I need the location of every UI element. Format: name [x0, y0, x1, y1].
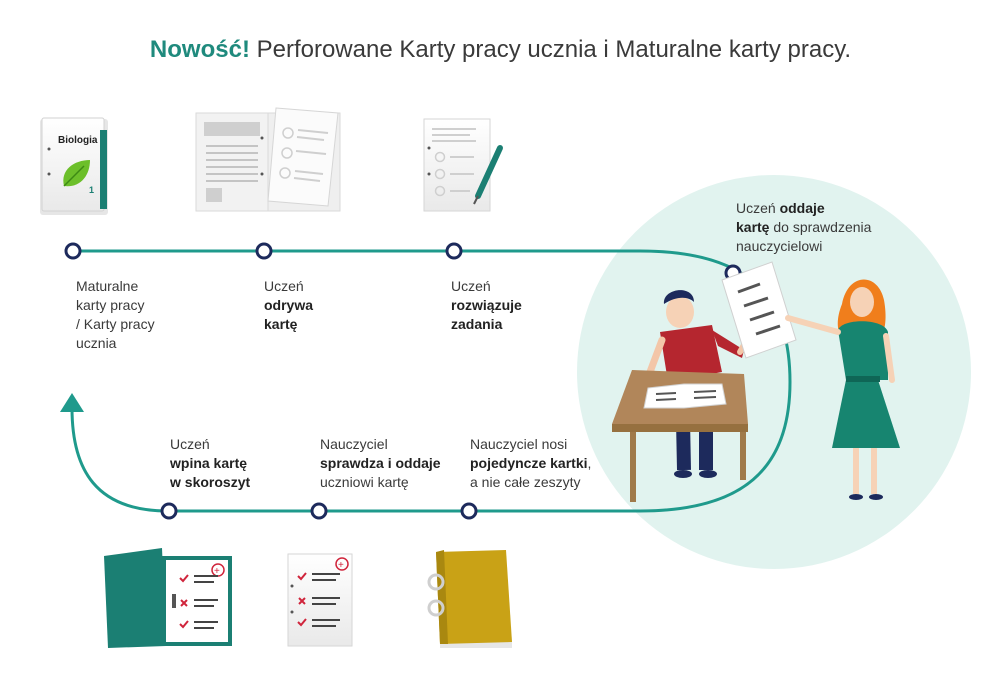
worksheet-pen-icon: [423, 118, 503, 212]
step-5-bold: pojedyncze kartki: [470, 455, 588, 471]
step-3-line-2: rozwiązuje: [451, 297, 522, 313]
svg-text:+: +: [214, 566, 220, 577]
page-title: Nowość! Perforowane Karty pracy ucznia i…: [0, 36, 1001, 64]
step-3-label: Uczeń rozwiązuje zadania: [451, 277, 522, 334]
step-4-bold-2: kartę: [736, 219, 770, 235]
graded-sheet-icon: +: [287, 553, 353, 647]
step-4-bold-1: oddaje: [779, 200, 825, 216]
node-step-5: [460, 502, 478, 520]
step-4-line-3: nauczycielowi: [736, 238, 823, 254]
teacher-illustration: [785, 279, 900, 500]
node-step-2: [255, 242, 273, 260]
open-notebook-icon: [195, 107, 341, 212]
green-folder-icon: +: [104, 548, 232, 648]
step-2-line-2: odrywa: [264, 297, 314, 313]
step-2-line-1: Uczeń: [264, 278, 304, 294]
step-1-line-2: karty pracy: [76, 297, 145, 313]
book-number: 1: [89, 185, 94, 195]
step-7-line-1: Uczeń: [170, 436, 210, 452]
title-accent: Nowość!: [149, 36, 250, 63]
step-4-label: Uczeń oddaje kartę do sprawdzenia nauczy…: [736, 199, 871, 256]
step-5-line-2: pojedyncze kartki,: [470, 454, 591, 473]
step-1-line-1: Maturalne: [76, 278, 139, 294]
book-icon: Biologia 1: [40, 117, 108, 215]
step-6-line-1: Nauczyciel: [320, 436, 388, 452]
step-4-line-2: kartę do sprawdzenia: [736, 218, 871, 237]
step-1-line-4: ucznia: [76, 335, 117, 351]
step-4-line-1: Uczeń oddaje: [736, 199, 871, 218]
gold-folder-icon: [427, 550, 512, 648]
title-rest: Perforowane Karty pracy ucznia i Matural…: [249, 36, 852, 63]
student-at-desk-illustration: [612, 290, 751, 502]
step-7-line-2: wpina kartę: [170, 455, 248, 471]
step-2-label: Uczeń odrywa kartę: [264, 277, 313, 334]
handed-sheet-illustration: [721, 261, 797, 359]
step-7-label: Uczeń wpina kartę w skoroszyt: [170, 435, 250, 492]
book-title: Biologia: [58, 135, 98, 146]
step-3-line-1: Uczeń: [451, 278, 491, 294]
step-2-line-3: kartę: [264, 316, 298, 332]
step-5-label: Nauczyciel nosi pojedyncze kartki, a nie…: [470, 435, 591, 492]
step-3-line-3: zadania: [451, 316, 503, 332]
step-1-line-3: / Karty pracy: [76, 316, 155, 332]
step-6-line-3: uczniowi kartę: [320, 474, 409, 490]
step-6-label: Nauczyciel sprawdza i oddaje uczniowi ka…: [320, 435, 441, 492]
step-5-post: ,: [587, 455, 592, 471]
step-4-pre: Uczeń: [736, 200, 776, 216]
step-1-label: Maturalne karty pracy / Karty pracy uczn…: [76, 277, 155, 353]
flow-arrow-icon: [60, 393, 84, 412]
node-step-6: [310, 502, 328, 520]
node-step-3: [445, 242, 463, 260]
step-4-post: do sprawdzenia: [769, 219, 872, 235]
node-step-1: [64, 242, 82, 260]
step-6-line-2: sprawdza i oddaje: [320, 455, 441, 471]
node-step-7: [160, 502, 178, 520]
step-5-line-3: a nie całe zeszyty: [470, 474, 581, 490]
step-5-line-1: Nauczyciel nosi: [470, 436, 568, 452]
step-7-line-3: w skoroszyt: [170, 474, 251, 490]
svg-text:+: +: [338, 560, 344, 571]
